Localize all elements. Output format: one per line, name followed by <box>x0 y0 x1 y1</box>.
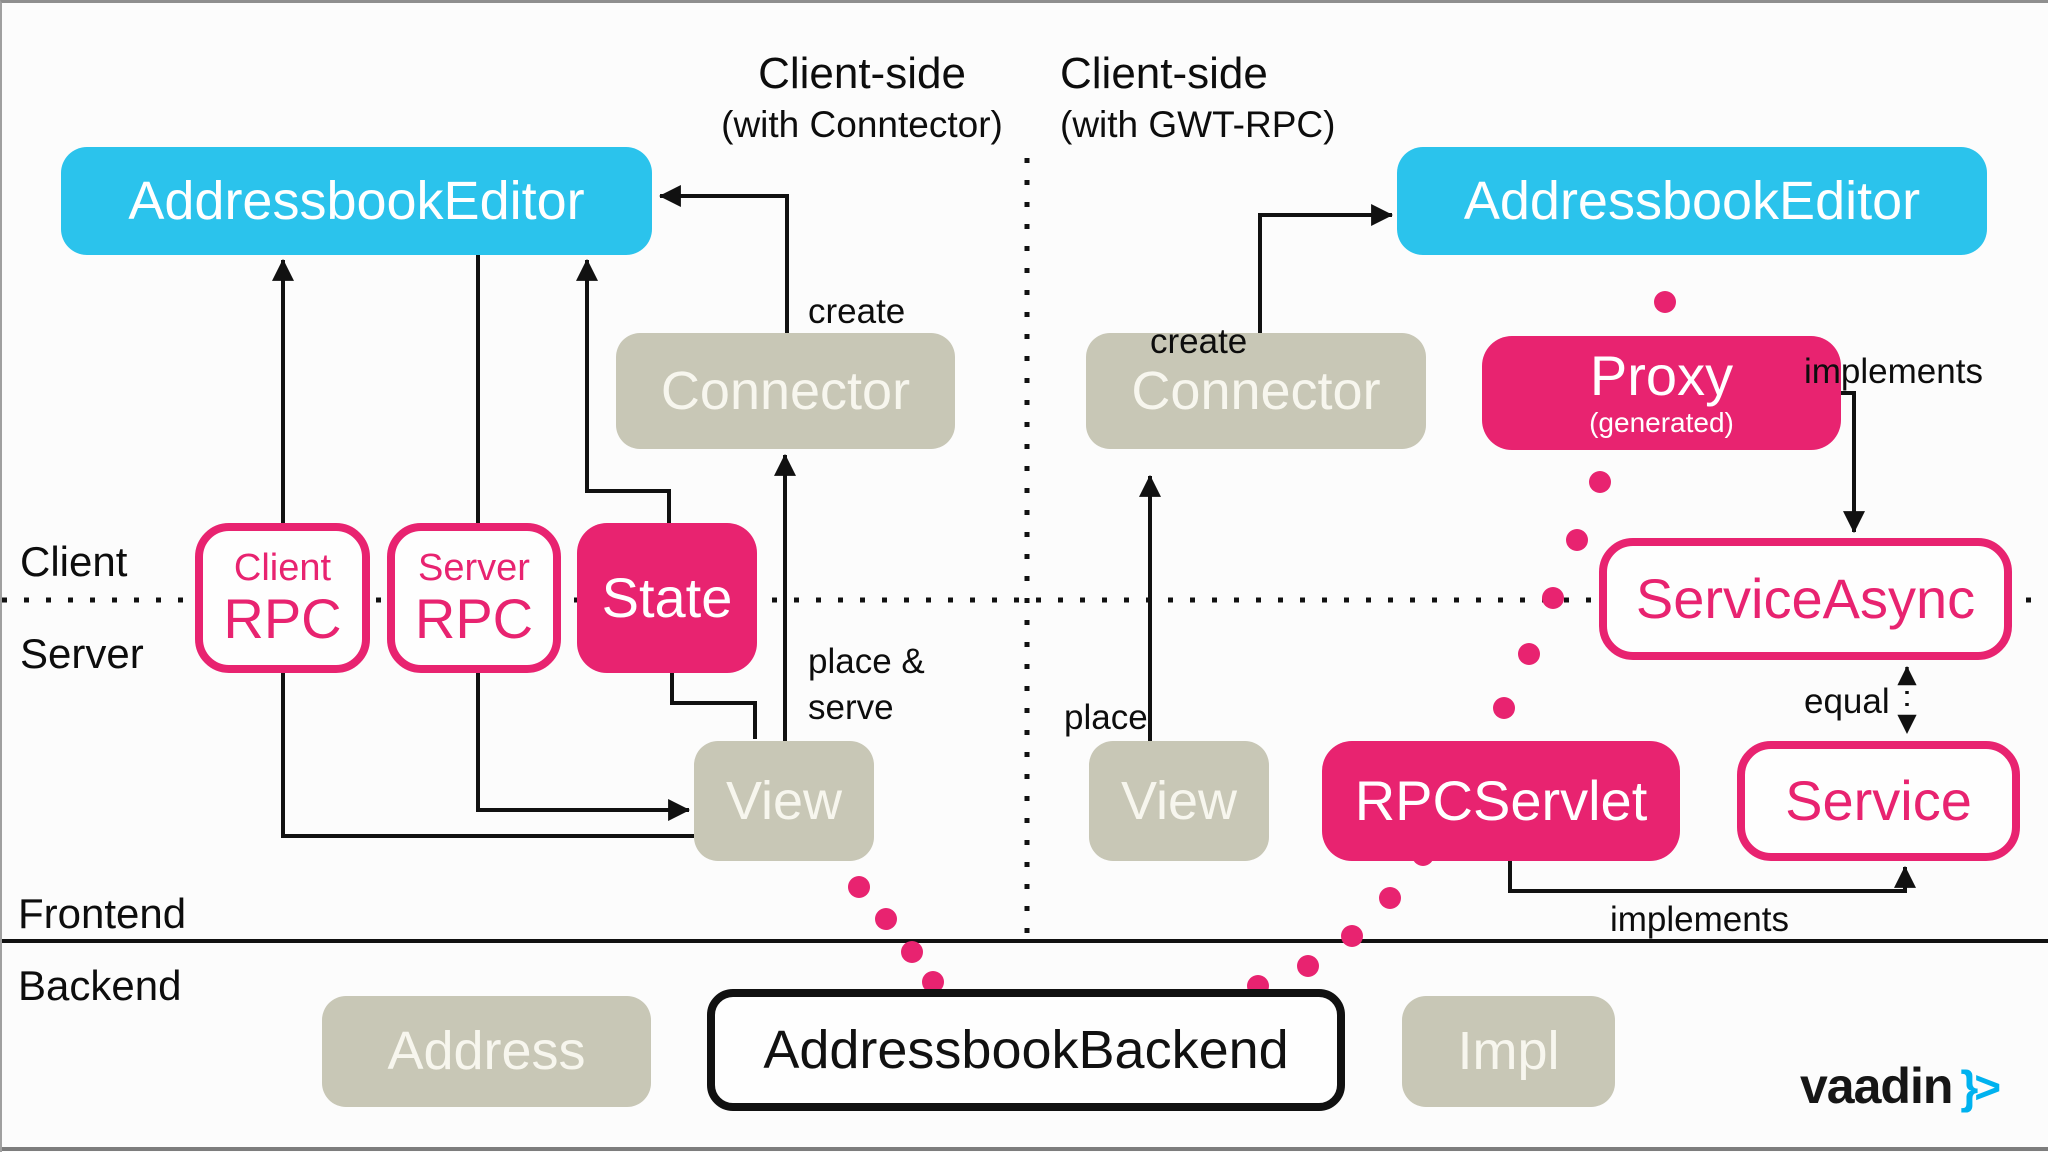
bottom-edge-line <box>2 1147 2048 1151</box>
node-impl: Impl <box>1402 996 1615 1107</box>
node-rpc-servlet: RPCServlet <box>1322 741 1680 861</box>
node-connector-right: Connector <box>1086 333 1426 449</box>
left-column-arrows <box>272 185 796 838</box>
edge-label-place: place <box>1064 698 1148 737</box>
serverrpc-to-view-arrow <box>476 673 691 821</box>
node-addressbook-backend: AddressbookBackend <box>707 989 1345 1111</box>
right-column-arrows <box>1139 204 1917 893</box>
edge-label-place-serve-line2: serve <box>808 687 894 727</box>
edge-label-place-serve-line1: place & <box>808 642 925 681</box>
header-left-subtitle: (with Conntector) <box>721 103 1003 145</box>
connector-create-editor-arrow-left <box>658 185 789 333</box>
state-to-view-line <box>670 673 757 739</box>
node-proxy: Proxy (generated) <box>1482 336 1841 450</box>
state-to-editor-arrow <box>576 258 671 523</box>
node-address: Address <box>322 996 651 1107</box>
node-state: State <box>577 523 757 673</box>
node-client-rpc-line2: RPC <box>223 586 342 650</box>
node-addressbook-editor-right: AddressbookEditor <box>1397 147 1987 255</box>
vaadin-logo-glyph: }> <box>1960 1061 2001 1113</box>
clientrpc-to-view-line <box>281 673 694 838</box>
node-view-right: View <box>1089 741 1269 861</box>
rpcservlet-implements-arrow <box>1508 861 1916 893</box>
edge-label-create-left: create <box>808 292 906 331</box>
node-server-rpc-line2: RPC <box>414 586 534 650</box>
vaadin-logo-word: vaadin <box>1800 1058 1953 1114</box>
edge-label-place-serve: place & serve <box>808 639 925 730</box>
node-server-rpc-line1: Server <box>418 546 530 589</box>
node-service-async: ServiceAsync <box>1599 538 2012 660</box>
header-right-subtitle: (with GWT-RPC) <box>1060 103 1336 145</box>
edge-label-implements-top: implements <box>1804 352 1983 391</box>
header-right-title: Client-side <box>1060 49 1268 98</box>
header-left-title: Client-side <box>758 49 966 98</box>
edge-label-implements-bottom: implements <box>1610 900 1789 939</box>
pink-dotted-curve-left <box>848 876 944 993</box>
vaadin-logo: vaadin }> <box>1800 1057 2001 1115</box>
node-client-rpc-line1: Client <box>233 546 332 589</box>
header-right: Client-side (with GWT-RPC) <box>1060 49 1520 146</box>
node-proxy-title: Proxy <box>1589 343 1734 407</box>
node-connector-left: Connector <box>616 333 955 449</box>
connector-create-editor-arrow-right <box>1258 204 1394 333</box>
edge-label-create-right: create <box>1150 322 1248 361</box>
lane-label-server: Server <box>20 630 144 677</box>
node-view-left: View <box>694 741 874 861</box>
node-server-rpc: Server RPC <box>387 523 561 673</box>
node-client-rpc: Client RPC <box>195 523 370 673</box>
lane-label-frontend: Frontend <box>18 890 187 937</box>
lane-label-backend: Backend <box>18 962 182 1009</box>
header-left: Client-side (with Conntector) <box>642 49 1082 146</box>
node-service: Service <box>1737 741 2020 861</box>
node-proxy-subtitle: (generated) <box>1589 406 1734 438</box>
lane-label-client: Client <box>20 538 128 585</box>
node-addressbook-editor-left: AddressbookEditor <box>61 147 652 255</box>
edge-label-equal: equal <box>1804 682 1890 721</box>
proxy-implements-arrow <box>1841 391 1865 534</box>
